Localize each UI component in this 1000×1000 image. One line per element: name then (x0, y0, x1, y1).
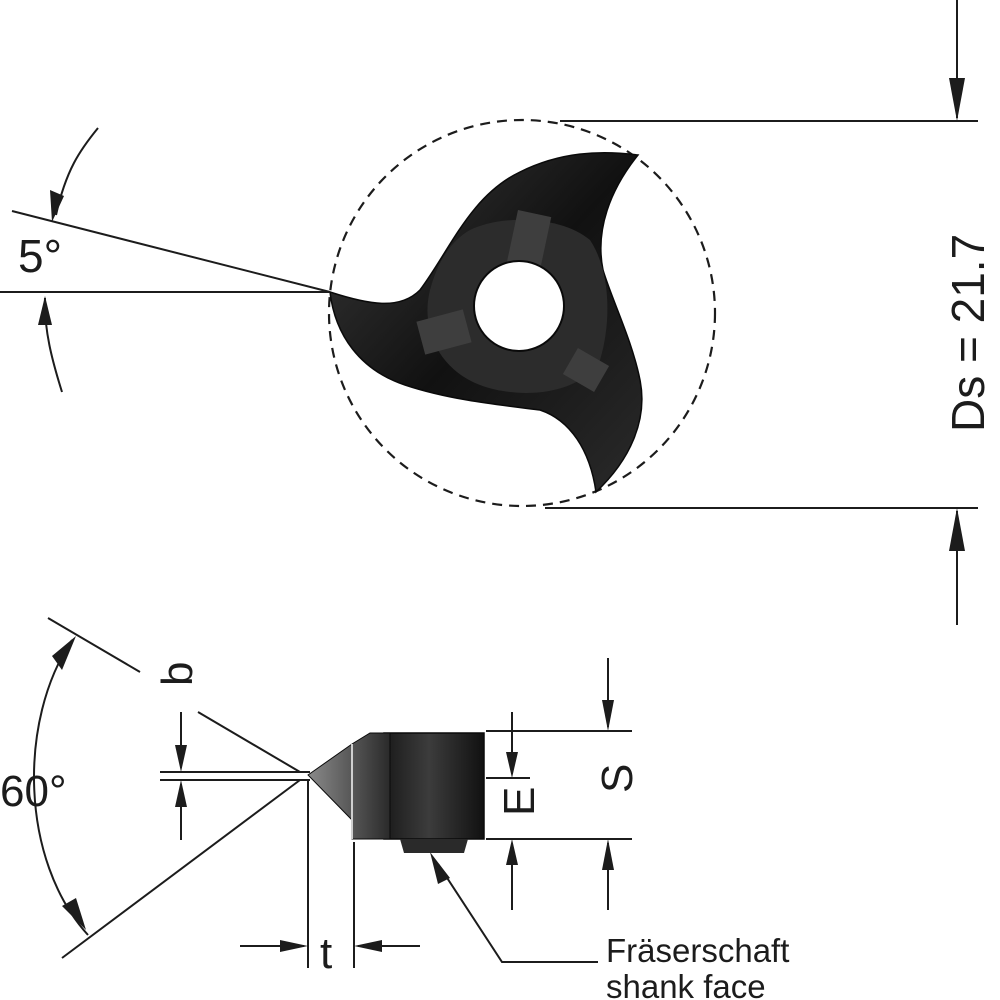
arrowhead (949, 508, 965, 551)
top-view: 5° Ds = 21.7 (0, 0, 994, 625)
arrowhead (430, 852, 450, 884)
shank-foot (400, 839, 468, 853)
arrowhead (602, 700, 614, 731)
rib (562, 348, 610, 392)
angle-arc-upper (55, 127, 99, 216)
shank-label-de: Fräserschaft (606, 932, 789, 969)
angle-line-upper (47, 617, 141, 673)
arrowhead (949, 78, 965, 121)
angle-line-lower (61, 779, 301, 959)
rib (506, 210, 552, 270)
arrowhead (175, 745, 187, 772)
angle-arc-60 (33, 639, 89, 936)
arrowhead (38, 296, 52, 325)
arrowhead (50, 190, 64, 222)
diameter-label: Ds = 21.7 (942, 234, 994, 432)
cutting-circle (327, 118, 717, 508)
shank-block (383, 732, 485, 840)
angle-label-60deg: 60° (0, 767, 67, 816)
arrowhead (354, 940, 382, 952)
rib (416, 309, 472, 355)
cutting-tip (307, 732, 391, 840)
arrowhead (506, 839, 518, 865)
angle-line-upper (11, 210, 331, 293)
shank-leader (437, 863, 598, 963)
arrowhead (175, 780, 187, 807)
angle-label-5deg: 5° (18, 230, 62, 282)
arrowhead (62, 898, 86, 930)
arrowhead (52, 636, 76, 670)
shank-label-en: shank face (606, 968, 766, 1000)
arrowhead (280, 940, 308, 952)
center-hole (473, 260, 565, 352)
e-label: E (495, 787, 544, 816)
arrowhead (602, 839, 614, 870)
arrowhead (506, 752, 518, 778)
side-view: 60° b S E t Fräserschaft (0, 617, 789, 1000)
s-label: S (593, 764, 642, 793)
b-label: b (153, 662, 202, 686)
t-label: t (320, 929, 332, 978)
angle-line-upper-2 (197, 711, 301, 773)
